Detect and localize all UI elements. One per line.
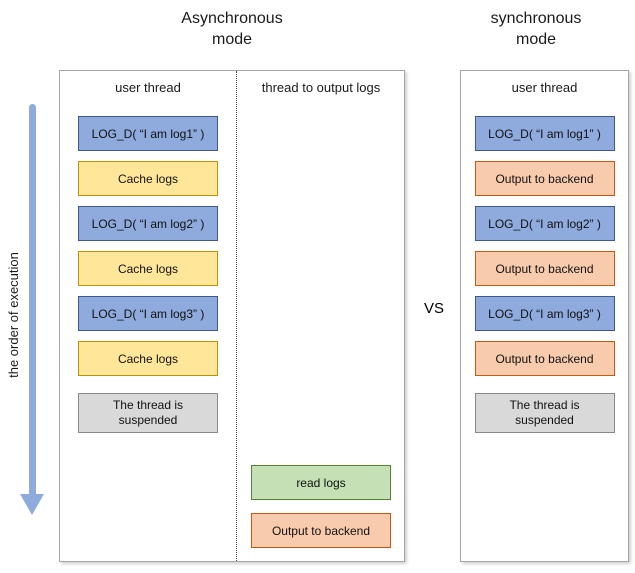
flow-box-log-call: LOG_D( “I am log1” ) xyxy=(474,116,615,151)
flow-box-cache: Cache logs xyxy=(78,251,218,286)
flow-box-log-call: LOG_D( “I am log3” ) xyxy=(474,296,615,331)
async-user-thread-column: user thread LOG_D( “I am log1” ) Cache lo… xyxy=(60,71,236,561)
flow-box-output: Output to backend xyxy=(474,161,615,196)
flow-box-suspended: The thread is suspended xyxy=(474,393,615,433)
async-output-thread-header: thread to output logs xyxy=(261,80,381,95)
sync-mode-title-line1: synchronous xyxy=(490,10,582,27)
flow-box-log-call: LOG_D( “I am log2” ) xyxy=(78,206,218,241)
flow-box-cache: Cache logs xyxy=(78,161,218,196)
sync-user-thread-column: user thread LOG_D( “I am log1” ) Output t… xyxy=(461,71,628,561)
flow-box-output: Output to backend xyxy=(251,513,391,548)
sync-user-thread-header: user thread xyxy=(511,80,578,95)
sync-mode-title: synchronous mode xyxy=(466,8,606,50)
execution-arrow-head-icon xyxy=(20,494,44,515)
sync-mode-title-line2: mode xyxy=(515,31,557,48)
flow-box-read: read logs xyxy=(251,465,391,500)
flow-box-log-call: LOG_D( “I am log1” ) xyxy=(78,116,218,151)
async-mode-title-line1: Asynchronous xyxy=(181,10,283,27)
flow-box-suspended: The thread is suspended xyxy=(78,393,218,433)
sync-panel: user thread LOG_D( “I am log1” ) Output t… xyxy=(460,70,629,562)
async-mode-title-line2: mode xyxy=(211,31,253,48)
async-user-thread-header: user thread xyxy=(115,80,181,95)
flow-box-cache: Cache logs xyxy=(78,341,218,376)
vs-label: VS xyxy=(423,300,444,317)
flow-box-output: Output to backend xyxy=(474,341,615,376)
flow-box-log-call: LOG_D( “I am log2” ) xyxy=(474,206,615,241)
flow-box-output: Output to backend xyxy=(474,251,615,286)
async-mode-title: Asynchronous mode xyxy=(162,8,302,50)
flow-box-log-call: LOG_D( “I am log3” ) xyxy=(78,296,218,331)
execution-arrow-line xyxy=(29,104,36,496)
async-panel: user thread LOG_D( “I am log1” ) Cache lo… xyxy=(59,70,405,562)
thread-divider xyxy=(236,71,237,561)
execution-order-label: the order of execution xyxy=(6,252,21,378)
